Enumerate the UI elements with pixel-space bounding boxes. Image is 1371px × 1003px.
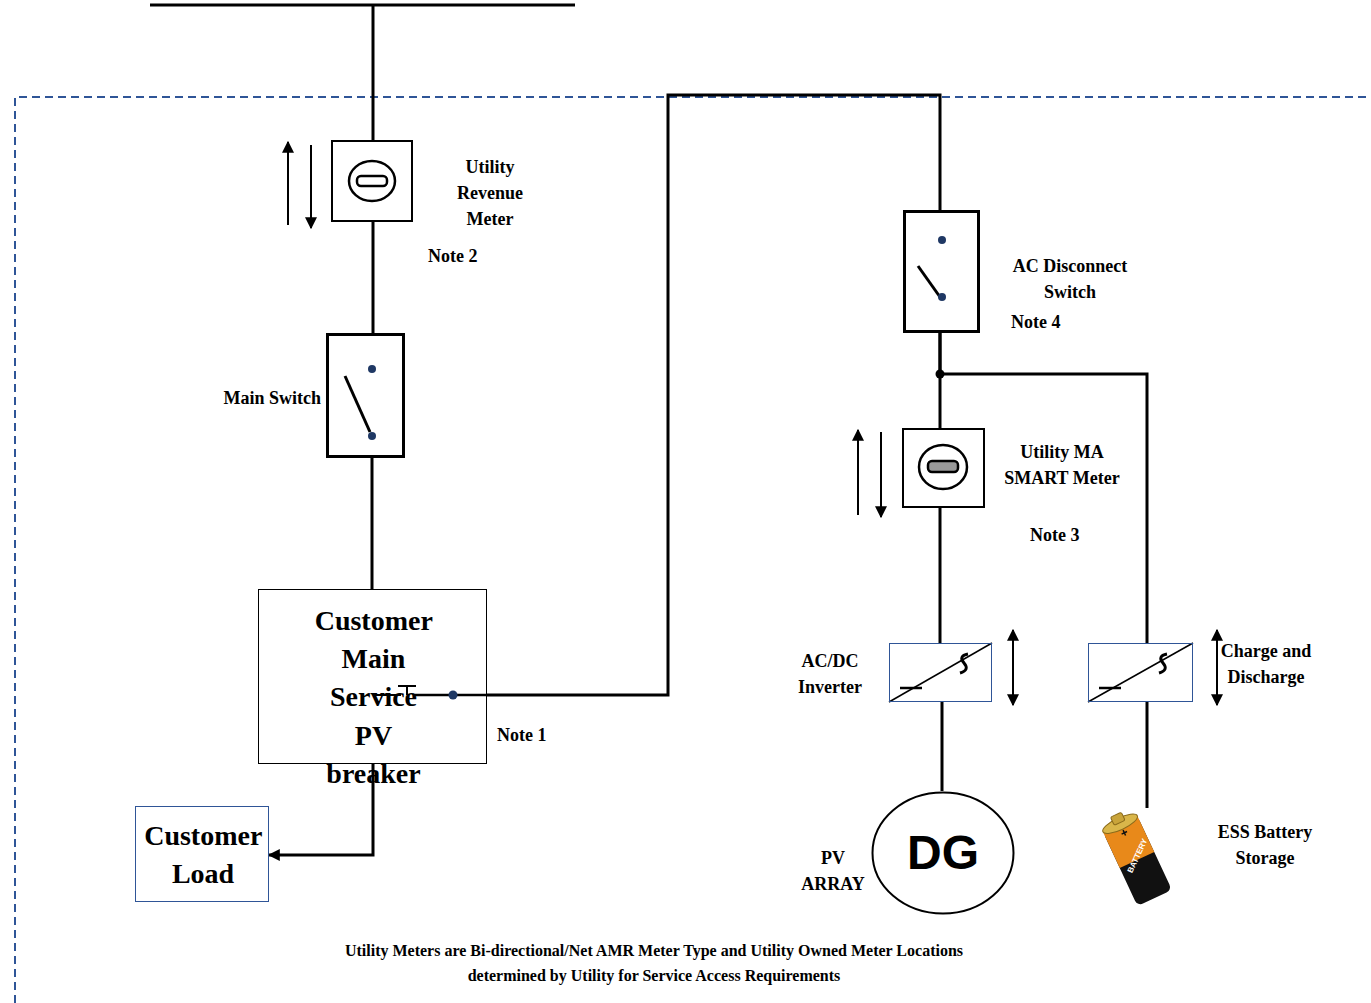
inverter-diagonal: [1088, 643, 1193, 702]
box-label: Customer Main Service: [315, 602, 433, 716]
note-callout: Note 2: [428, 244, 498, 268]
dc-symbol: [1099, 687, 1121, 690]
wire-connector: [371, 458, 374, 589]
meter-window: [928, 461, 958, 472]
meter-dial: [349, 161, 395, 201]
pv-inverter: AC/DC Inverter: [889, 643, 992, 702]
main-service-panel: Customer Main ServicePV breaker: [258, 589, 487, 764]
battery-icon: [1099, 807, 1172, 906]
load-box: Customer Load: [135, 806, 269, 902]
switch-contact: [938, 236, 946, 244]
switch-contact: [368, 365, 376, 373]
battery-terminal: [1110, 812, 1125, 825]
breaker-terminal: [449, 691, 458, 700]
shape-caption: PV ARRAY: [799, 845, 867, 897]
switch-blade: [345, 376, 370, 432]
flow-arrow: [310, 145, 312, 228]
service-drop-wire: [372, 5, 375, 140]
wire-connector: [941, 702, 944, 791]
flow-arrow: [287, 142, 289, 225]
note-callout: Note 3: [1030, 523, 1100, 547]
dc-symbol: [900, 687, 922, 690]
flow-arrow: [857, 430, 859, 515]
shape-caption: AC/DC Inverter: [790, 648, 870, 700]
box-label: Customer Load: [144, 817, 262, 893]
wire-connector: [939, 508, 942, 643]
ac-symbol: [1159, 654, 1167, 673]
wire-connector: [1146, 702, 1149, 808]
switch-contact: [368, 432, 376, 440]
box-label: DG: [907, 827, 979, 879]
plus-sign: [1120, 829, 1128, 837]
meter-dial: [919, 445, 967, 489]
note-callout: Note 1: [497, 723, 567, 747]
smart-meter: Utility MA SMART Meter: [902, 428, 985, 508]
premises-boundary: [15, 97, 1371, 1003]
flow-arrow: [1012, 630, 1014, 705]
battery-print: BATTERY: [1121, 827, 1155, 886]
switch-blade: [918, 266, 940, 297]
flow-arrow: [1216, 630, 1218, 705]
pv-array-generator: DGPV ARRAY: [871, 791, 1015, 915]
generator-circle: [873, 793, 1014, 914]
ac-symbol: [960, 654, 968, 673]
battery-cap: [1100, 810, 1140, 837]
shape-caption: Main Switch: [179, 385, 321, 411]
disconnect-switch: AC Disconnect Switch: [903, 210, 980, 333]
shape-caption: ESS Battery Storage: [1210, 819, 1320, 871]
revenue-meter: Utility Revenue Meter: [331, 140, 413, 222]
meter-window: [357, 176, 387, 186]
shape-caption: Charge and Discharge: [1211, 638, 1321, 690]
inverter-diagonal: [889, 643, 992, 702]
main-switch: Main Switch: [326, 333, 405, 458]
shape-caption: AC Disconnect Switch: [1000, 253, 1140, 305]
shape-caption: Utility MA SMART Meter: [1002, 439, 1122, 491]
switch-contact: [938, 293, 946, 301]
wire-connector: [487, 95, 940, 695]
box-label: PV breaker: [326, 717, 420, 793]
note-callout: Note 4: [1011, 310, 1081, 334]
wire-connector: [372, 222, 375, 333]
wire-connector: [940, 333, 1147, 643]
utility-bus: [150, 4, 575, 7]
shape-caption: Utility Revenue Meter: [440, 154, 540, 232]
battery-inverter: Charge and Discharge: [1088, 643, 1193, 702]
flow-arrow: [880, 432, 882, 517]
footnote: Utility Meters are Bi-directional/Net AM…: [334, 938, 974, 988]
